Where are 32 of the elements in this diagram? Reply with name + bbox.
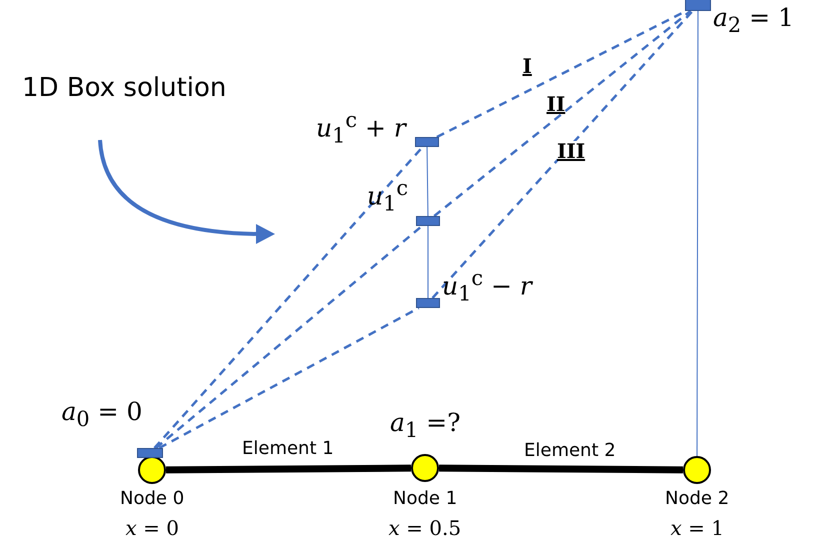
math-label: x = 1 — [670, 517, 724, 539]
node-circle — [683, 456, 711, 484]
node-caption: Node 2 — [665, 489, 730, 509]
line — [438, 464, 684, 474]
node-circle — [411, 454, 439, 482]
value-marker — [416, 298, 440, 308]
math-label: x = 0 — [126, 517, 179, 539]
dashed-line — [432, 10, 694, 299]
node-circle — [138, 456, 166, 484]
line — [166, 464, 412, 474]
dashed-line — [158, 306, 420, 450]
math-label: a$_{0}$ = 0 — [62, 398, 142, 430]
heading-label: 1D Box solution — [22, 74, 226, 103]
math-label: u$_{1}$$^{c}$ − r — [442, 267, 532, 306]
math-label: a$_{1}$ =? — [390, 408, 460, 442]
edge-label: II — [546, 94, 566, 114]
edge-label: III — [557, 141, 586, 161]
value-marker — [685, 0, 711, 11]
dashed-line — [433, 10, 692, 217]
line — [426, 146, 428, 216]
line — [696, 10, 698, 456]
dashed-line — [154, 146, 424, 449]
value-marker — [137, 448, 163, 458]
edge-label: I — [522, 56, 532, 76]
math-label: x = 0.5 — [388, 517, 462, 539]
dashed-line — [155, 225, 423, 449]
node-caption: Node 0 — [120, 489, 184, 509]
value-marker — [416, 216, 440, 226]
value-marker — [415, 137, 439, 147]
math-label: a$_{2}$ = 1 — [713, 4, 794, 36]
node-caption: Node 1 — [393, 489, 458, 509]
math-label: u$_{1}$$^{c}$ + r — [316, 109, 406, 148]
